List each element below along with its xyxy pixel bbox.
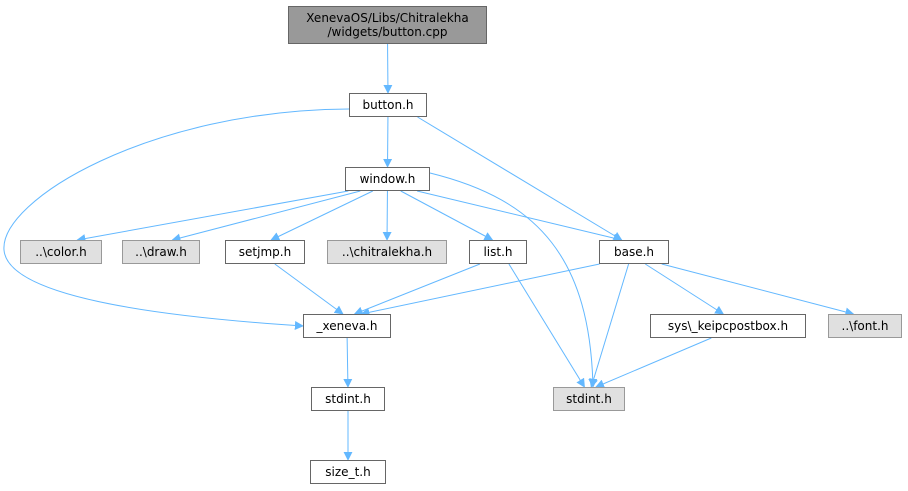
- node-draw-h[interactable]: ..\draw.h: [122, 240, 200, 264]
- edge-list-h-to-xeneva-h: [353, 263, 481, 316]
- edge-xeneva-h-to-stdint-local-h: [343, 337, 353, 388]
- node-xeneva-h[interactable]: _xeneva.h: [303, 314, 391, 338]
- node-chitralekha-h[interactable]: ..\chitralekha.h: [327, 240, 447, 264]
- edge-window-h-to-color-h: [76, 190, 349, 243]
- node-setjmp-h[interactable]: setjmp.h: [225, 240, 305, 264]
- node-size-t-h[interactable]: size_t.h: [310, 460, 386, 484]
- node-button-h[interactable]: button.h: [349, 93, 427, 117]
- node-font-h[interactable]: ..\font.h: [828, 314, 902, 338]
- edge-setjmp-h-to-xeneva-h: [274, 263, 344, 315]
- edge-window-h-to-stdint-sys-h: [429, 172, 598, 388]
- node-list-h[interactable]: list.h: [469, 240, 527, 264]
- edge-window-h-to-base-h: [416, 190, 623, 243]
- node-base-h[interactable]: base.h: [599, 240, 669, 264]
- node-stdint-h-system[interactable]: stdint.h: [553, 387, 625, 411]
- edge-base-h-to-keipcpostbox-h: [645, 263, 725, 315]
- edge-window-h-to-draw-h: [171, 190, 361, 243]
- node-stdint-h-local[interactable]: stdint.h: [311, 387, 385, 411]
- root-file-node[interactable]: XenevaOS/Libs/Chitralekha /widgets/butto…: [288, 6, 487, 44]
- root-file-line2: /widgets/button.cpp: [327, 25, 448, 39]
- edge-keipcpostbox-h-to-stdint-sys-h: [595, 337, 712, 388]
- edge-base-h-to-xeneva-h: [360, 263, 600, 317]
- edge-base-h-to-font-h: [661, 263, 855, 317]
- edge-base-h-to-stdint-sys-h: [589, 263, 630, 388]
- root-file-line1: XenevaOS/Libs/Chitralekha: [306, 11, 469, 25]
- node-color-h[interactable]: ..\color.h: [20, 240, 102, 264]
- edge-button-h-to-base-h: [417, 116, 623, 241]
- edge-window-h-to-setjmp-h: [270, 190, 374, 241]
- edge-button-h-to-xeneva-h: [3, 108, 350, 330]
- node-keipcpostbox-h[interactable]: sys\_keipcpostbox.h: [650, 314, 806, 338]
- edge-window-h-to-list-h: [400, 190, 494, 241]
- edge-list-h-to-stdint-sys-h: [508, 263, 585, 388]
- node-window-h[interactable]: window.h: [345, 167, 430, 191]
